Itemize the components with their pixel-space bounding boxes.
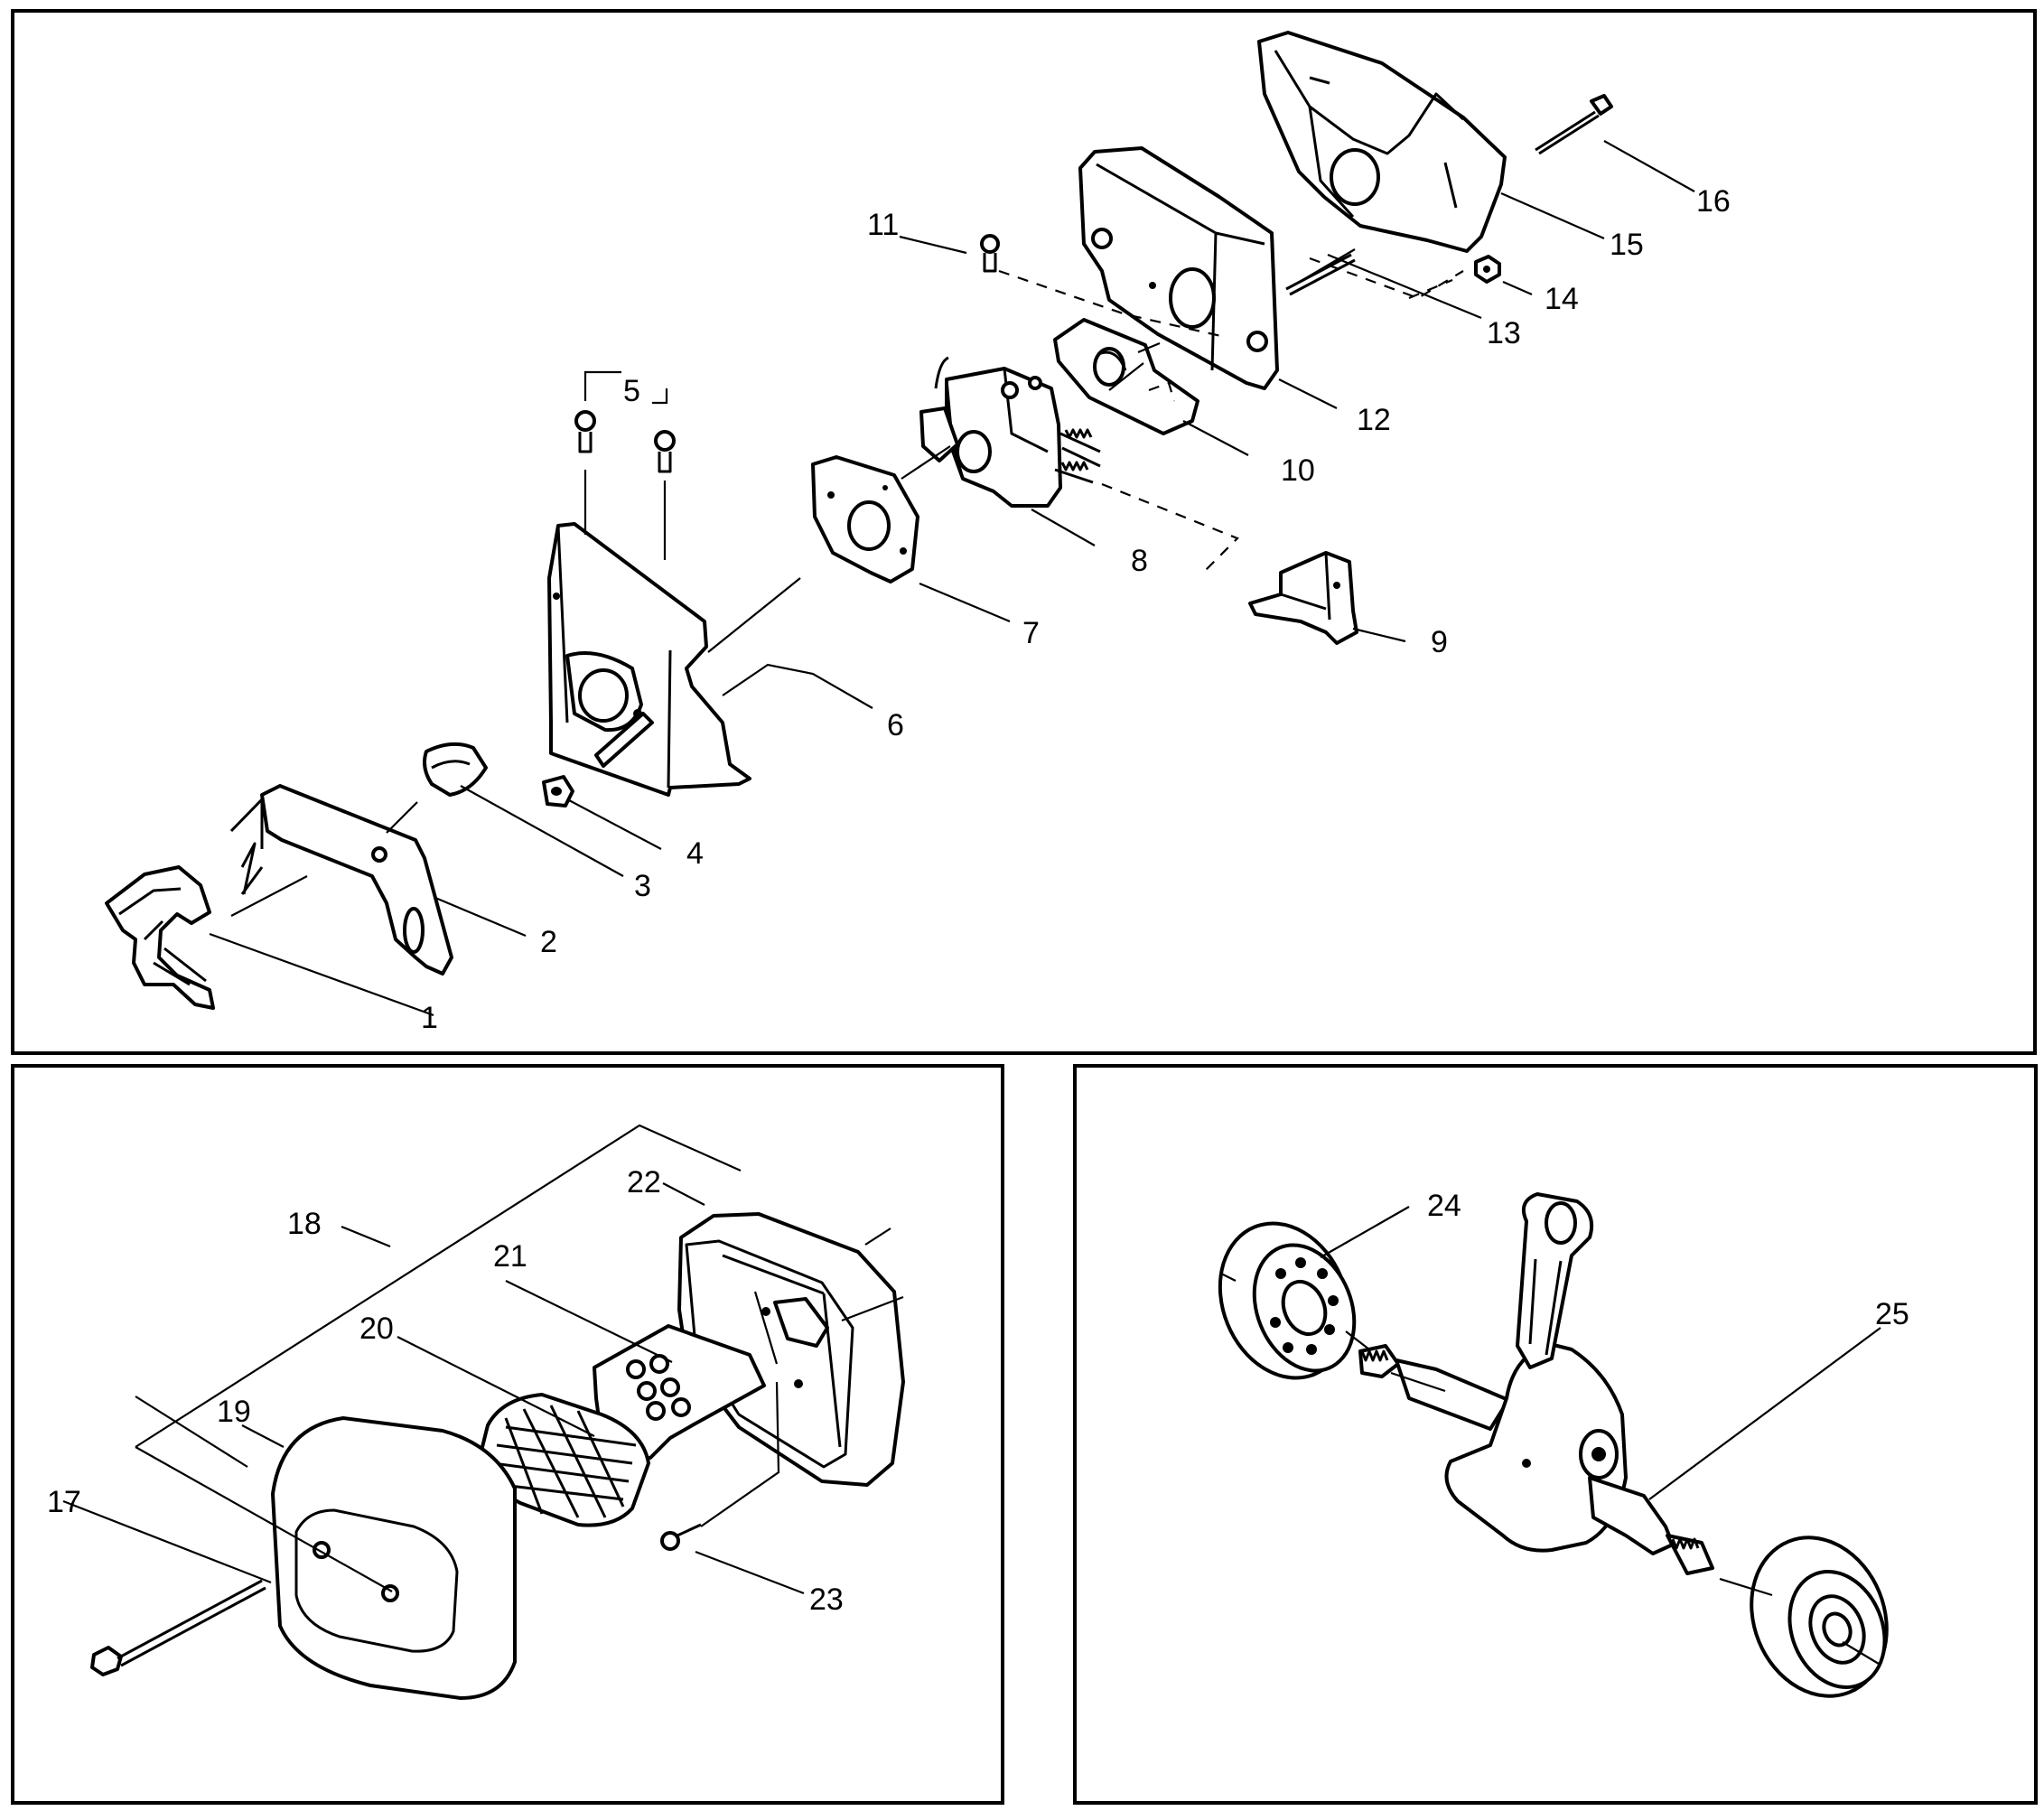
label-part-23: 23 — [809, 1582, 844, 1617]
label-part-14: 14 — [1545, 282, 1579, 316]
part-12-plate — [1078, 146, 1279, 390]
label-part-9: 9 — [1431, 625, 1448, 659]
label-part-3: 3 — [634, 869, 651, 903]
part-1-deflector — [105, 865, 215, 1010]
label-part-13: 13 — [1487, 316, 1521, 350]
part-17-bolt — [90, 1579, 266, 1676]
bottom-right-leader-lines — [1220, 1206, 1881, 1665]
part-25-crankshaft — [1358, 1192, 1714, 1575]
top-leader-lines — [209, 140, 1695, 1017]
part-3-gasket — [423, 742, 488, 797]
part-2-bracket — [229, 784, 453, 976]
label-part-25: 25 — [1875, 1297, 1909, 1331]
bottom-left-leader-lines — [62, 1124, 904, 1595]
crankshaft-bearing-right — [1750, 1536, 1889, 1698]
part-11-screw — [980, 234, 1000, 273]
label-part-6: 6 — [887, 708, 904, 742]
label-part-4: 4 — [686, 836, 704, 871]
part-5-screws — [574, 410, 676, 473]
part-23-screw — [660, 1523, 702, 1551]
label-part-8: 8 — [1131, 544, 1148, 578]
carburetor-assembly-panel — [11, 9, 2037, 1055]
label-part-1: 1 — [421, 1001, 438, 1035]
label-part-11: 11 — [867, 208, 899, 242]
label-part-20: 20 — [359, 1312, 394, 1346]
label-part-2: 2 — [540, 925, 557, 959]
label-part-17: 17 — [47, 1485, 81, 1519]
part-19-filter-cover — [271, 1416, 517, 1700]
part-16-bolt — [1535, 94, 1613, 155]
label-part-21: 21 — [493, 1239, 527, 1274]
part-24-bearing — [1218, 1221, 1357, 1380]
part-7-gasket — [811, 455, 919, 583]
part-15-cover — [1257, 31, 1507, 253]
label-part-7: 7 — [1022, 616, 1040, 650]
part-9-block — [1248, 551, 1358, 645]
part-14-nut — [1474, 255, 1501, 284]
label-part-5: 5 — [623, 374, 640, 408]
part-4-nut — [542, 775, 574, 807]
label-part-16: 16 — [1696, 184, 1731, 219]
part-21-filter-holder — [593, 1324, 766, 1461]
label-part-18: 18 — [287, 1207, 322, 1241]
part-6-housing — [547, 522, 751, 797]
part-labels: 1 2 3 4 5 6 7 8 9 10 11 12 13 14 15 16 1… — [47, 184, 1909, 1617]
label-part-22: 22 — [627, 1165, 661, 1200]
label-part-19: 19 — [217, 1395, 251, 1429]
label-part-24: 24 — [1427, 1189, 1461, 1223]
label-part-10: 10 — [1281, 453, 1315, 488]
label-part-15: 15 — [1610, 228, 1644, 262]
label-part-12: 12 — [1357, 403, 1391, 437]
